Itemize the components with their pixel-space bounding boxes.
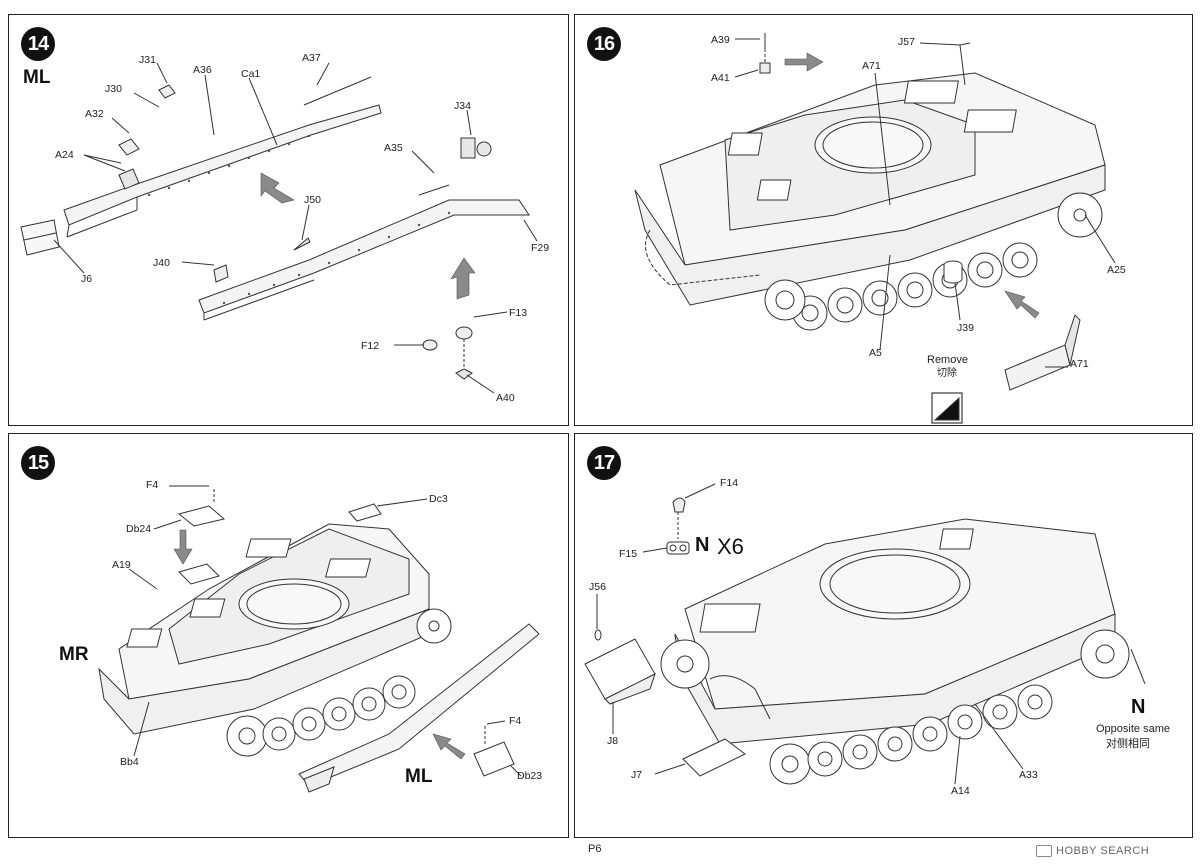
remove-label: Remove bbox=[927, 354, 968, 366]
step-16-badge: 16 bbox=[587, 27, 621, 61]
label-J7: J7 bbox=[631, 769, 643, 781]
label-J8: J8 bbox=[607, 735, 619, 747]
label-Bb4: Bb4 bbox=[120, 756, 139, 768]
label-F14: F14 bbox=[720, 477, 739, 489]
label-J40: J40 bbox=[153, 257, 170, 269]
step-15-drawing bbox=[98, 485, 540, 793]
label-J56: J56 bbox=[589, 581, 606, 593]
step-17-badge: 17 bbox=[587, 446, 621, 480]
label-Db23: Db23 bbox=[517, 770, 543, 782]
watermark-logo-icon bbox=[1036, 845, 1052, 857]
note-letter: N bbox=[1131, 696, 1146, 718]
label-J57: J57 bbox=[898, 36, 915, 48]
label-A35: A35 bbox=[384, 142, 403, 154]
label-J34: J34 bbox=[454, 100, 471, 112]
label-A25: A25 bbox=[1107, 264, 1126, 276]
label-A41: A41 bbox=[711, 72, 730, 84]
label-J30: J30 bbox=[105, 83, 122, 95]
label-A37: A37 bbox=[302, 52, 321, 64]
label-A40: A40 bbox=[496, 392, 515, 404]
step-14-side-mark: ML bbox=[23, 67, 51, 88]
step-17-drawing bbox=[584, 483, 1146, 785]
multiplier-letter: N bbox=[695, 534, 710, 556]
label-A33: A33 bbox=[1019, 769, 1038, 781]
label-F4-top: F4 bbox=[146, 479, 159, 491]
label-F15: F15 bbox=[619, 548, 638, 560]
step-14-badge: 14 bbox=[21, 27, 55, 61]
step-15-side-mark-left: MR bbox=[59, 644, 89, 665]
label-A36: A36 bbox=[193, 64, 212, 76]
note-opposite-same-cn: 对侧相同 bbox=[1106, 738, 1150, 750]
label-A24: A24 bbox=[55, 149, 74, 161]
step-14-drawing bbox=[20, 62, 538, 394]
step-15-badge: 15 bbox=[21, 446, 55, 480]
label-A32: A32 bbox=[85, 108, 104, 120]
label-J39: J39 bbox=[957, 322, 974, 334]
label-J50: J50 bbox=[304, 194, 321, 206]
label-F13: F13 bbox=[509, 307, 528, 319]
label-A5: A5 bbox=[869, 347, 882, 359]
step-16-drawing bbox=[634, 33, 1116, 424]
label-A14: A14 bbox=[951, 785, 970, 797]
label-F12: F12 bbox=[361, 340, 380, 352]
watermark-text: HOBBY SEARCH bbox=[1056, 845, 1150, 857]
remove-label-cn: 切除 bbox=[937, 368, 957, 379]
label-F29: F29 bbox=[531, 242, 550, 254]
step-17-panel: 17 bbox=[574, 433, 1193, 838]
label-F4-bottom: F4 bbox=[509, 715, 522, 727]
label-Dc3: Dc3 bbox=[429, 493, 448, 505]
page-number: P6 bbox=[588, 843, 602, 855]
label-A19: A19 bbox=[112, 559, 131, 571]
label-A71-top: A71 bbox=[862, 60, 881, 72]
label-Db24: Db24 bbox=[126, 523, 152, 535]
multiplier-count: X6 bbox=[717, 534, 744, 559]
label-Ca1: Ca1 bbox=[241, 68, 261, 80]
label-J31: J31 bbox=[139, 54, 156, 66]
label-J6: J6 bbox=[81, 273, 93, 285]
step-16-panel: 16 bbox=[574, 14, 1193, 426]
watermark: HOBBY SEARCH bbox=[1036, 845, 1149, 857]
step-14-panel: 14 ML bbox=[8, 14, 569, 426]
note-opposite-same: Opposite same bbox=[1096, 723, 1170, 735]
step-15-side-mark-right: ML bbox=[405, 766, 433, 787]
label-A71-bottom: A71 bbox=[1070, 358, 1089, 370]
step-15-panel: 15 MR ML bbox=[8, 433, 569, 838]
label-A39: A39 bbox=[711, 34, 730, 46]
